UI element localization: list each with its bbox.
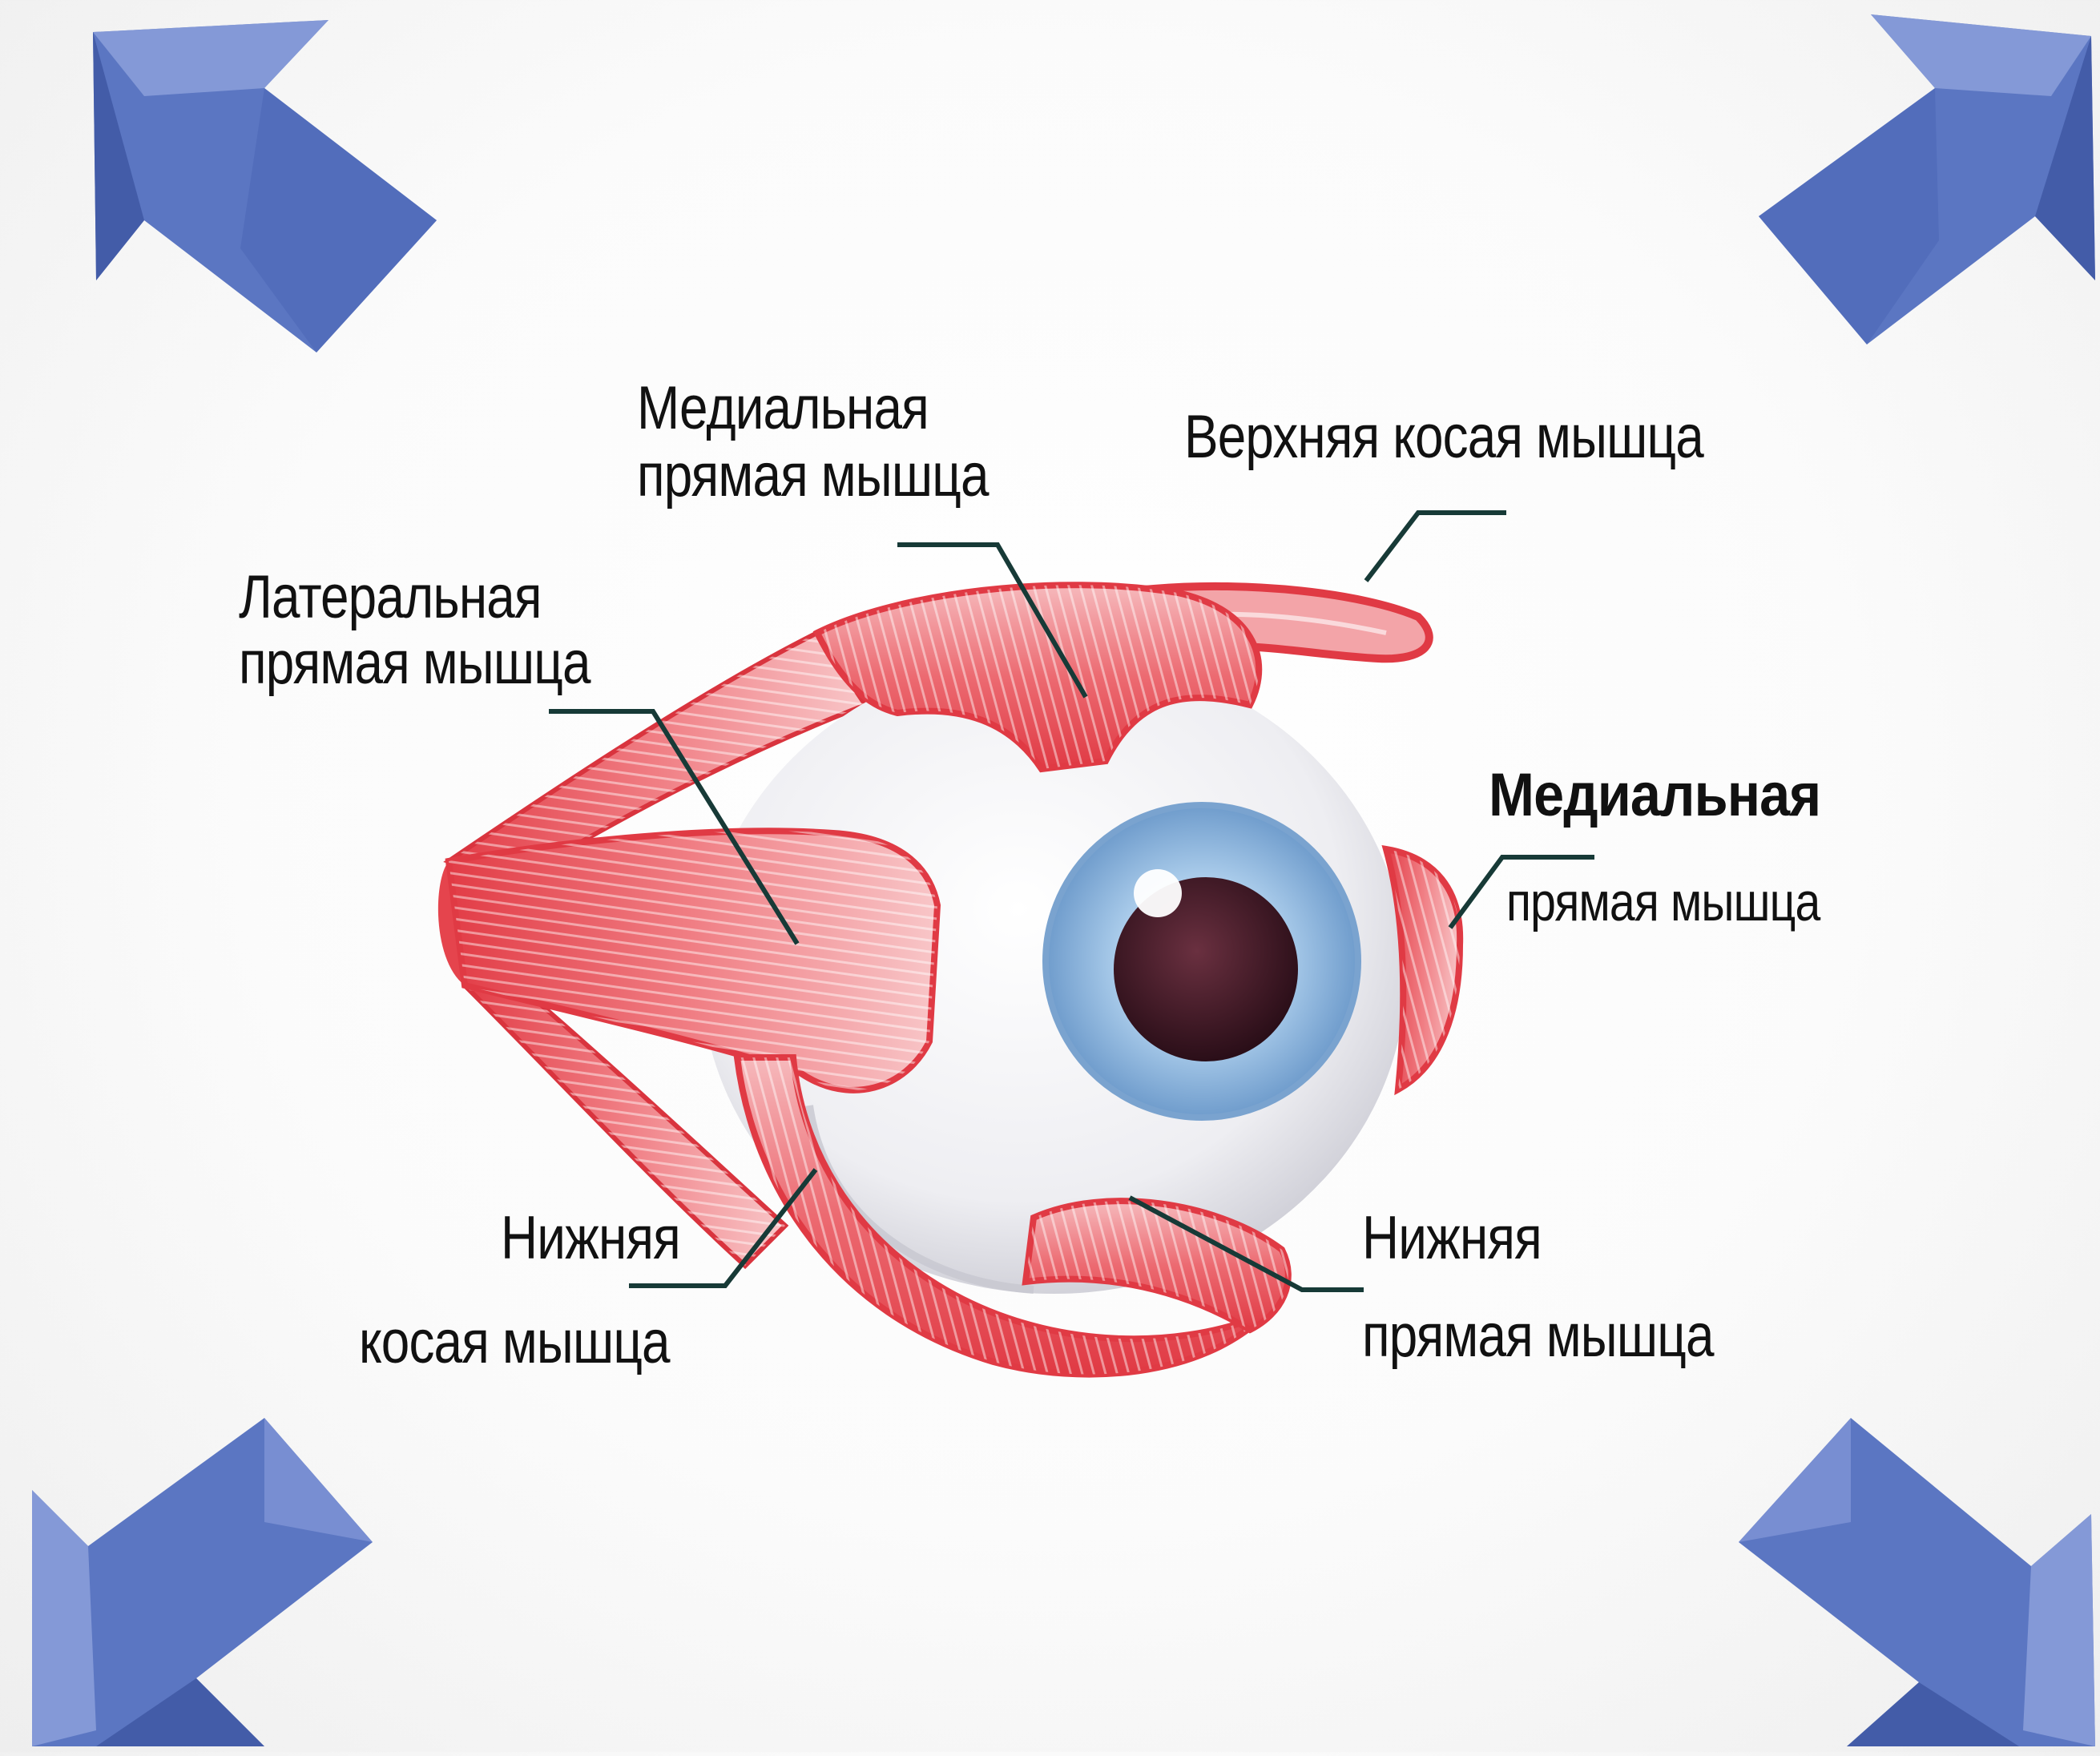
label-medial-top-line1: Медиальная bbox=[637, 378, 929, 439]
label-inferior-rectus-line1: Нижняя bbox=[1362, 1208, 1542, 1269]
arrow-up-right-icon bbox=[1759, 14, 2095, 344]
highlight bbox=[1134, 869, 1182, 917]
label-lateral-line2: прямая мышца bbox=[239, 633, 590, 694]
label-inferior-oblique-line2: косая мышца bbox=[359, 1312, 670, 1373]
label-superior-oblique: Верхняя косая мышца bbox=[1184, 407, 1703, 468]
arrow-down-right-icon bbox=[1739, 1418, 2095, 1746]
label-lateral-line1: Латеральная bbox=[239, 567, 542, 628]
label-inferior-oblique-line1: Нижняя bbox=[501, 1208, 680, 1269]
arrow-up-left-icon bbox=[93, 20, 437, 352]
label-medial-top-line2: прямая мышца bbox=[637, 445, 989, 506]
label-medial-right-line2: прямая мышца bbox=[1506, 875, 1820, 929]
lateral-rectus-muscle bbox=[449, 831, 937, 1089]
label-medial-right-line1: Медиальная bbox=[1489, 765, 1820, 826]
arrow-down-left-icon bbox=[32, 1418, 373, 1746]
leader-superior-oblique bbox=[1366, 513, 1506, 581]
label-inferior-rectus-line2: прямая мышца bbox=[1362, 1306, 1714, 1367]
